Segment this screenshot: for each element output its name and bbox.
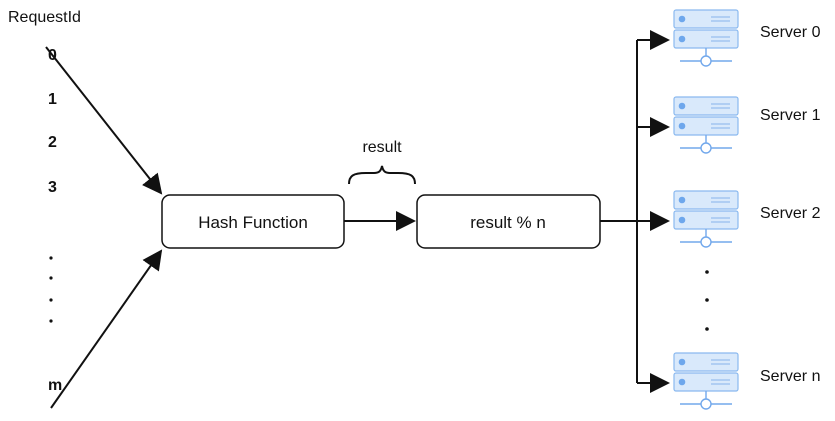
hash-function-label: Hash Function	[198, 213, 308, 232]
server-0-icon	[673, 9, 739, 67]
result-brace	[348, 165, 416, 185]
request-id-label: RequestId	[8, 9, 81, 26]
request-ellipsis-dot-4	[49, 319, 53, 323]
server-ellipsis-dot-2	[705, 298, 709, 302]
result-label: result	[362, 139, 402, 156]
server-ellipsis-dot-1	[705, 270, 709, 274]
request-ellipsis-dot-2	[49, 276, 53, 280]
server-1-icon	[673, 96, 739, 154]
server-2-label: Server 2	[760, 205, 821, 222]
request-value-2: 2	[48, 134, 57, 151]
server-2-icon	[673, 190, 739, 248]
server-n-icon	[673, 352, 739, 410]
server-1-label: Server 1	[760, 107, 821, 124]
request-value-3: 3	[48, 179, 57, 196]
server-ellipsis-dot-3	[705, 327, 709, 331]
modulo-label: result % n	[470, 213, 546, 232]
request-value-m: m	[48, 377, 62, 394]
request-value-1: 1	[48, 91, 57, 108]
server-n-label: Server n	[760, 368, 820, 385]
top-request-arrow	[45, 46, 163, 195]
server-0-label: Server 0	[760, 24, 821, 41]
request-ellipsis-dot-1	[49, 256, 53, 260]
bottom-request-arrow	[50, 249, 163, 409]
request-ellipsis-dot-3	[49, 298, 53, 302]
